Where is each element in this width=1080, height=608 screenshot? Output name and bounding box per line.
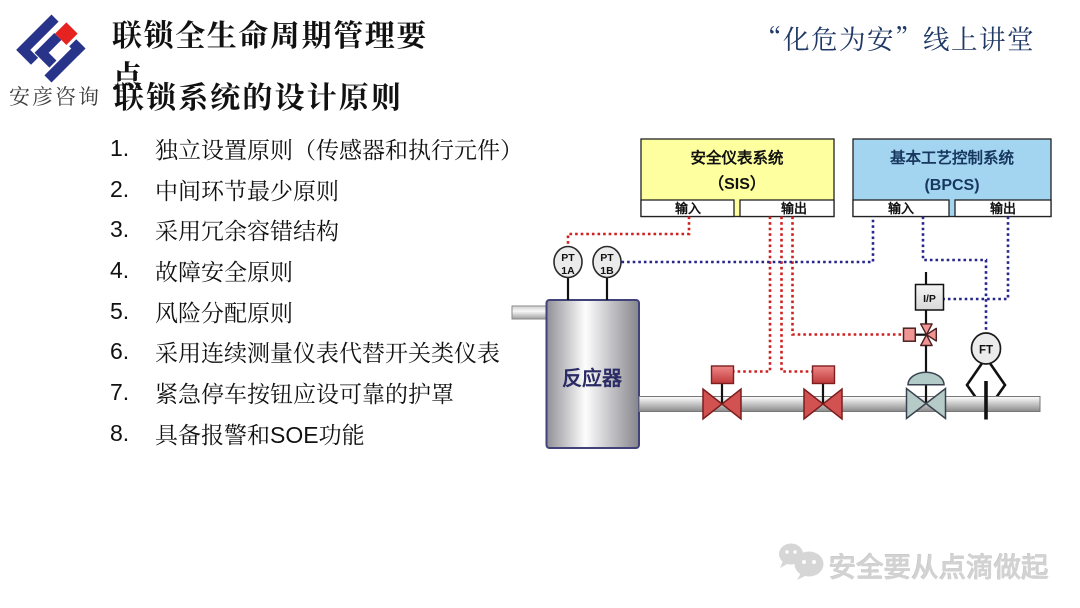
svg-text:(BPCS): (BPCS) [924,177,979,194]
svg-text:输出: 输出 [781,201,807,216]
svg-text:PT: PT [600,252,614,264]
svg-text:输出: 输出 [990,201,1016,216]
svg-text:（SIS）: （SIS） [708,175,766,193]
svg-text:PT: PT [561,252,575,264]
svg-text:1B: 1B [600,265,614,277]
svg-text:FT: FT [979,345,993,357]
svg-text:输入: 输入 [675,201,701,216]
svg-text:基本工艺控制系统: 基本工艺控制系统 [889,148,1015,167]
svg-text:反应器: 反应器 [562,366,623,390]
svg-text:输入: 输入 [888,201,914,216]
svg-text:安全仪表系统: 安全仪表系统 [690,148,784,167]
svg-text:1A: 1A [561,265,575,277]
svg-text:I/P: I/P [923,293,936,305]
